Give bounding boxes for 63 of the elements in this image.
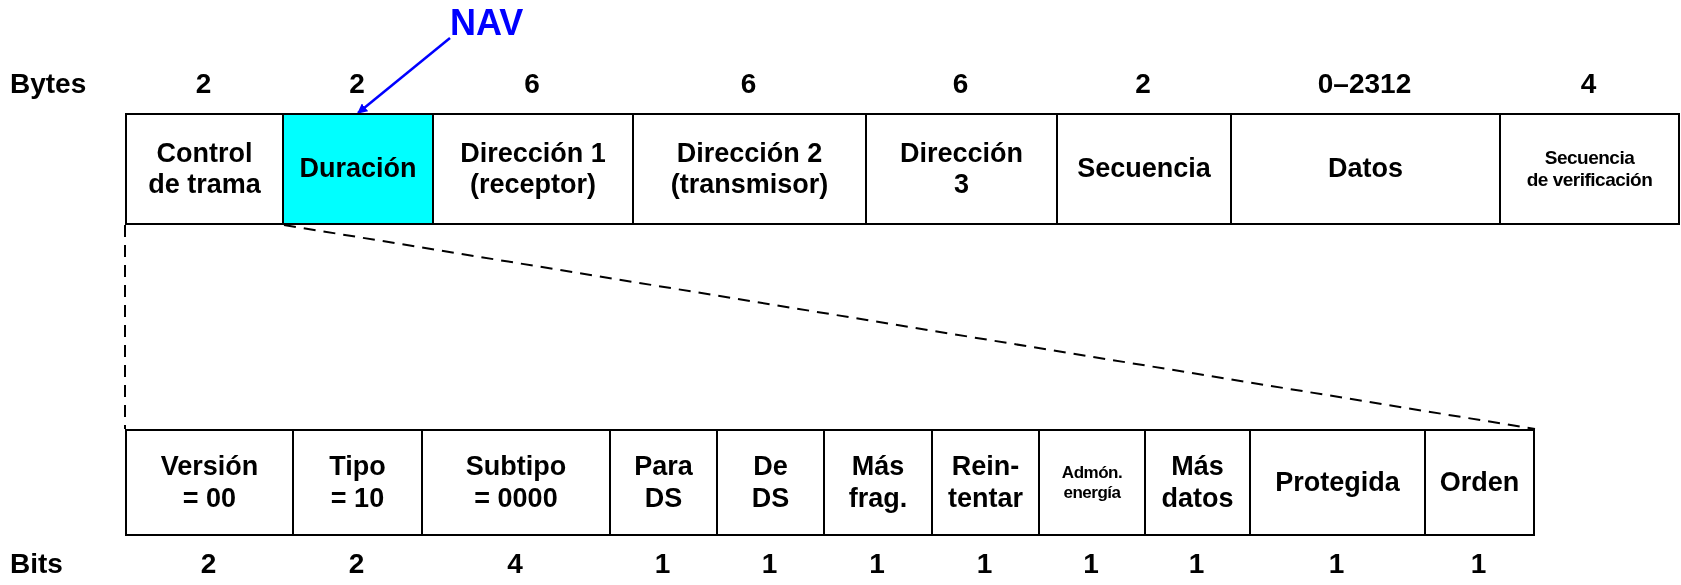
- field-box: [432, 113, 634, 225]
- arrow: [357, 37, 451, 114]
- field-name: Duración: [299, 153, 417, 185]
- field-box: [1230, 113, 1501, 225]
- field-box: [292, 429, 423, 536]
- field-name: Dirección 2 (transmisor): [670, 137, 829, 201]
- field-box: [125, 429, 294, 536]
- field-box: [1499, 113, 1680, 225]
- field-box: [282, 113, 434, 225]
- bit-count: 1: [976, 548, 993, 580]
- bit-count: 1: [1470, 548, 1487, 580]
- bit-count: 2: [348, 548, 365, 580]
- field-name: Protegida: [1275, 466, 1400, 498]
- field-name: Más frag.: [848, 451, 908, 514]
- field-name: Admón. energía: [1061, 462, 1123, 503]
- field-box: [609, 429, 718, 536]
- field-name: Control de trama: [148, 137, 261, 201]
- expansion-line: [283, 224, 1536, 430]
- expansion-line: [124, 224, 126, 430]
- field-name: Dirección 1 (receptor): [460, 137, 606, 201]
- bit-count: 1: [1083, 548, 1099, 580]
- field-box: [1038, 429, 1146, 536]
- field-name: Secuencia de verificación: [1526, 147, 1653, 191]
- field-name: Subtipo = 0000: [465, 451, 567, 514]
- byte-count: 6: [740, 68, 757, 100]
- bit-count: 1: [654, 548, 671, 580]
- field-name: Rein- tentar: [948, 451, 1023, 514]
- bit-count: 4: [507, 548, 523, 580]
- axis-unit-label: Bits: [10, 548, 63, 580]
- byte-count: 4: [1580, 68, 1597, 100]
- field-box: [1056, 113, 1232, 225]
- field-name: Más datos: [1161, 451, 1234, 514]
- field-name: Dirección 3: [899, 137, 1023, 201]
- field-name: Datos: [1328, 153, 1403, 185]
- bit-count: 1: [869, 548, 885, 580]
- field-box: [632, 113, 867, 225]
- field-name: Orden: [1439, 466, 1520, 498]
- byte-count: 2: [1135, 68, 1151, 100]
- field-name: Para DS: [634, 451, 693, 514]
- field-box: [1424, 429, 1535, 536]
- field-box: [125, 113, 284, 225]
- field-box: [865, 113, 1058, 225]
- field-box: [1144, 429, 1251, 536]
- byte-count: 6: [524, 68, 540, 100]
- field-name: Secuencia: [1077, 153, 1211, 185]
- field-box: [1249, 429, 1426, 536]
- bit-count: 2: [200, 548, 217, 580]
- field-box: [823, 429, 933, 536]
- field-box: [716, 429, 825, 536]
- bit-count: 1: [761, 548, 778, 580]
- byte-count: 2: [195, 68, 212, 100]
- field-name: De DS: [751, 451, 790, 514]
- field-name: Versión = 00: [160, 451, 259, 514]
- byte-count: 6: [952, 68, 969, 100]
- callout-text: NAV: [450, 2, 524, 44]
- axis-unit-label: Bytes: [10, 68, 87, 100]
- field-name: Tipo = 10: [329, 451, 386, 514]
- bit-count: 1: [1328, 548, 1345, 580]
- field-box: [421, 429, 611, 536]
- field-box: [931, 429, 1040, 536]
- byte-count: 0–2312: [1317, 68, 1412, 100]
- bit-count: 1: [1188, 548, 1205, 580]
- byte-count: 2: [349, 68, 365, 100]
